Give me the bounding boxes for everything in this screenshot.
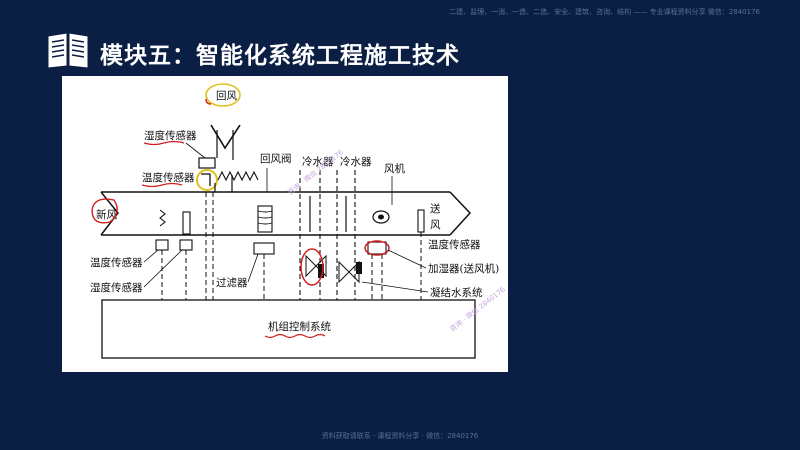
cold-water-2-label: 冷水器 (340, 155, 372, 168)
diagram-watermark: 咨询 · 微信 2840176 (286, 147, 346, 196)
fresh-air-highlight (91, 198, 118, 224)
ahu-control-diagram: 机组控制系统 回风 湿度传感器 温度传感器 回风阀 冷水器 (62, 76, 508, 372)
control-system-box (101, 299, 476, 359)
humidity-sensor-top-label: 湿度传感器 (144, 129, 197, 142)
humidifier-label: 加湿器(送风机) (428, 262, 499, 275)
return-air-valve (217, 170, 259, 182)
temperature-sensor-right-label: 温度传感器 (428, 238, 481, 251)
return-air-label: 回风 (216, 90, 237, 102)
temperature-sensor-top-label: 温度传感器 (142, 171, 195, 184)
valve-highlight (300, 248, 324, 286)
open-book-icon (47, 32, 89, 69)
humidity-sensor-top (198, 157, 216, 169)
return-air-highlight (205, 83, 241, 107)
supply-air-label-2: 风 (430, 219, 441, 231)
fan-label: 风机 (384, 162, 405, 175)
return-air-valve-label: 回风阀 (260, 152, 292, 165)
top-watermark-text: 二建、监理、一消、一造、二造、安全、建筑、咨询、结构 —— 专业课程资料分享 微… (449, 8, 760, 16)
control-system-underline (264, 333, 326, 339)
control-system-label: 机组控制系统 (268, 320, 331, 333)
slide-title: 模块五：智能化系统工程施工技术 (100, 43, 460, 69)
condensate-label: 凝结水系统 (430, 286, 483, 299)
humidity-sensor-left-label: 湿度传感器 (90, 281, 143, 294)
bottom-watermark-text: 资料获取请联系 · 课程资料分享 · 微信：2840176 (321, 432, 479, 440)
fresh-air-label: 新风 (96, 208, 117, 221)
cold-water-1-label: 冷水器 (302, 155, 334, 168)
temperature-sensor-left-label: 温度传感器 (90, 256, 143, 269)
supply-air-label-1: 送 (430, 202, 441, 215)
temperature-sensor-highlight (196, 169, 218, 191)
temperature-sensor-top (201, 173, 211, 186)
filter-label: 过滤器 (216, 276, 248, 289)
return-air-inlet (210, 124, 241, 150)
humidifier-highlight (364, 240, 390, 256)
filter-symbol (253, 242, 275, 255)
diagram-canvas: 机组控制系统 回风 湿度传感器 温度传感器 回风阀 冷水器 (90, 83, 507, 359)
